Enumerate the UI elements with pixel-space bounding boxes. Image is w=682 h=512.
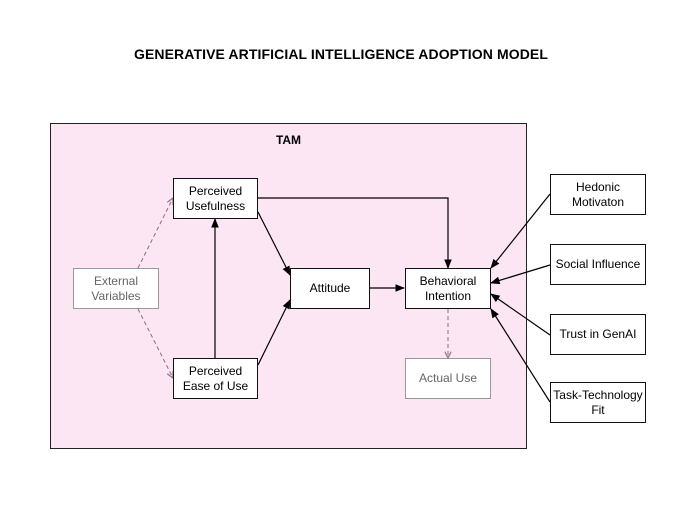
arrow-external-to-ease xyxy=(137,308,173,378)
node-behavioral-intention: Behavioral Intention xyxy=(405,268,491,309)
node-perceived-ease-of-use: Perceived Ease of Use xyxy=(173,358,258,399)
node-task-technology-fit: Task-Technology Fit xyxy=(550,382,646,423)
node-attitude: Attitude xyxy=(290,268,370,309)
arrow-hedonic-to-intention xyxy=(490,193,551,269)
node-trust-in-genai: Trust in GenAI xyxy=(550,314,646,355)
node-perceived-usefulness: Perceived Usefulness xyxy=(173,178,258,219)
arrow-usefulness-to-intention xyxy=(258,197,452,269)
node-hedonic-motivation: Hedonic Motivaton xyxy=(550,174,646,215)
diagram-title: GENERATIVE ARTIFICIAL INTELLIGENCE ADOPT… xyxy=(133,46,549,62)
arrow-ttf-to-intention xyxy=(490,308,551,403)
arrow-trust-to-intention xyxy=(490,293,551,336)
tam-label: TAM xyxy=(275,133,302,147)
node-external-variables: External Variables xyxy=(73,268,159,309)
arrow-external-to-usefulness xyxy=(137,198,173,269)
node-actual-use: Actual Use xyxy=(405,358,491,399)
arrow-ease-to-attitude xyxy=(257,299,291,366)
node-social-influence: Social Influence xyxy=(550,244,646,285)
arrow-social-to-intention xyxy=(490,264,551,285)
arrow-usefulness-to-attitude xyxy=(257,211,291,276)
